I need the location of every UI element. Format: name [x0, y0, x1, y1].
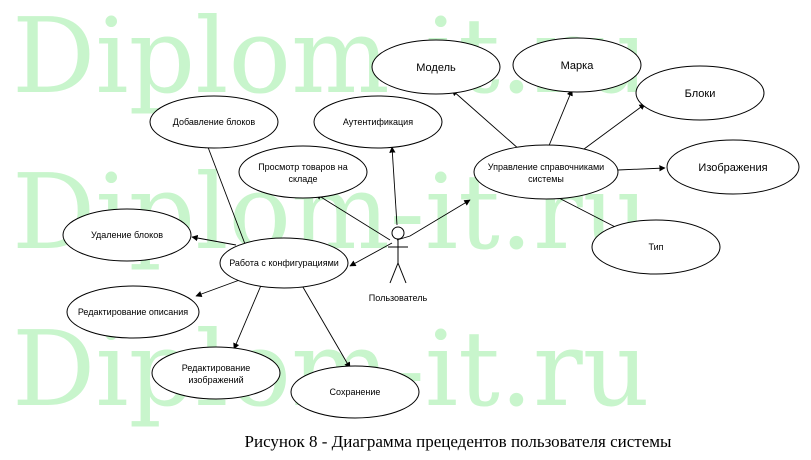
- edge-refs-model: [451, 89, 521, 151]
- use-case-type-label: Тип: [648, 242, 663, 252]
- use-case-delete-blocks-label: Удаление блоков: [91, 230, 163, 240]
- use-case-blocks-label: Блоки: [685, 88, 716, 100]
- edge-refs-type: [554, 195, 626, 233]
- actor-head: [391, 226, 405, 240]
- edge-refs-brand: [547, 89, 573, 149]
- use-case-delete-blocks: Удаление блоков: [62, 208, 192, 262]
- edge-config-delete-blocks: [191, 234, 237, 246]
- edge-refs-images: [617, 165, 666, 172]
- use-case-edit-images-label-line2: изображений: [188, 375, 243, 385]
- use-case-images: Изображения: [666, 139, 800, 195]
- use-case-images-label: Изображения: [698, 162, 767, 174]
- use-case-work-config-label: Работа с конфигурациями: [229, 258, 339, 268]
- figure-caption: Рисунок 8 - Диаграмма прецедентов пользо…: [245, 432, 673, 451]
- use-case-model: Модель: [371, 39, 501, 95]
- use-case-save: Сохранение: [290, 365, 420, 419]
- use-case-type: Тип: [591, 219, 721, 275]
- use-case-edit-desc: Редактирование описания: [66, 285, 200, 339]
- use-case-save-label: Сохранение: [330, 387, 381, 397]
- use-case-work-config: Работа с конфигурациями: [219, 237, 349, 289]
- use-case-manage-refs: Управление справочниками системы: [473, 144, 619, 200]
- use-case-brand-label: Марка: [561, 60, 595, 72]
- edge-actor-auth: [389, 146, 398, 226]
- use-case-edit-images-label-line1: Редактирование: [182, 363, 251, 373]
- edge-config-edit-desc: [195, 277, 246, 298]
- edge-refs-blocks: [579, 103, 646, 153]
- use-case-add-blocks-label: Добавление блоков: [173, 117, 256, 127]
- use-case-brand: Марка: [512, 37, 642, 93]
- use-case-view-goods: Просмотр товаров на складе: [238, 145, 368, 199]
- edge-config-add-blocks: [205, 141, 246, 245]
- use-case-auth: Аутентификация: [313, 95, 443, 149]
- edge-actor-work-config: [349, 242, 393, 267]
- use-case-auth-label: Аутентификация: [343, 117, 413, 127]
- use-case-model-label: Модель: [416, 62, 456, 74]
- edges: [191, 89, 666, 369]
- use-case-edit-images: Редактирование изображений: [151, 346, 281, 400]
- edge-actor-view-goods: [315, 193, 391, 241]
- use-case-manage-refs-label-line1: Управление справочниками: [488, 162, 604, 172]
- use-case-edit-desc-label: Редактирование описания: [78, 307, 188, 317]
- actor-right-leg: [397, 262, 407, 284]
- actor-user: Пользователь: [369, 226, 428, 303]
- edge-config-edit-images: [233, 282, 263, 350]
- use-case-add-blocks: Добавление блоков: [149, 95, 279, 149]
- use-case-view-goods-label-line2: складе: [288, 174, 317, 184]
- use-case-manage-refs-label-line2: системы: [528, 174, 564, 184]
- use-case-blocks: Блоки: [635, 65, 765, 121]
- actor-label: Пользователь: [369, 293, 428, 303]
- edge-actor-manage-refs: [396, 199, 471, 241]
- edge-config-save: [299, 281, 351, 369]
- use-case-view-goods-label-line1: Просмотр товаров на: [258, 162, 348, 172]
- actor-left-leg: [389, 262, 399, 284]
